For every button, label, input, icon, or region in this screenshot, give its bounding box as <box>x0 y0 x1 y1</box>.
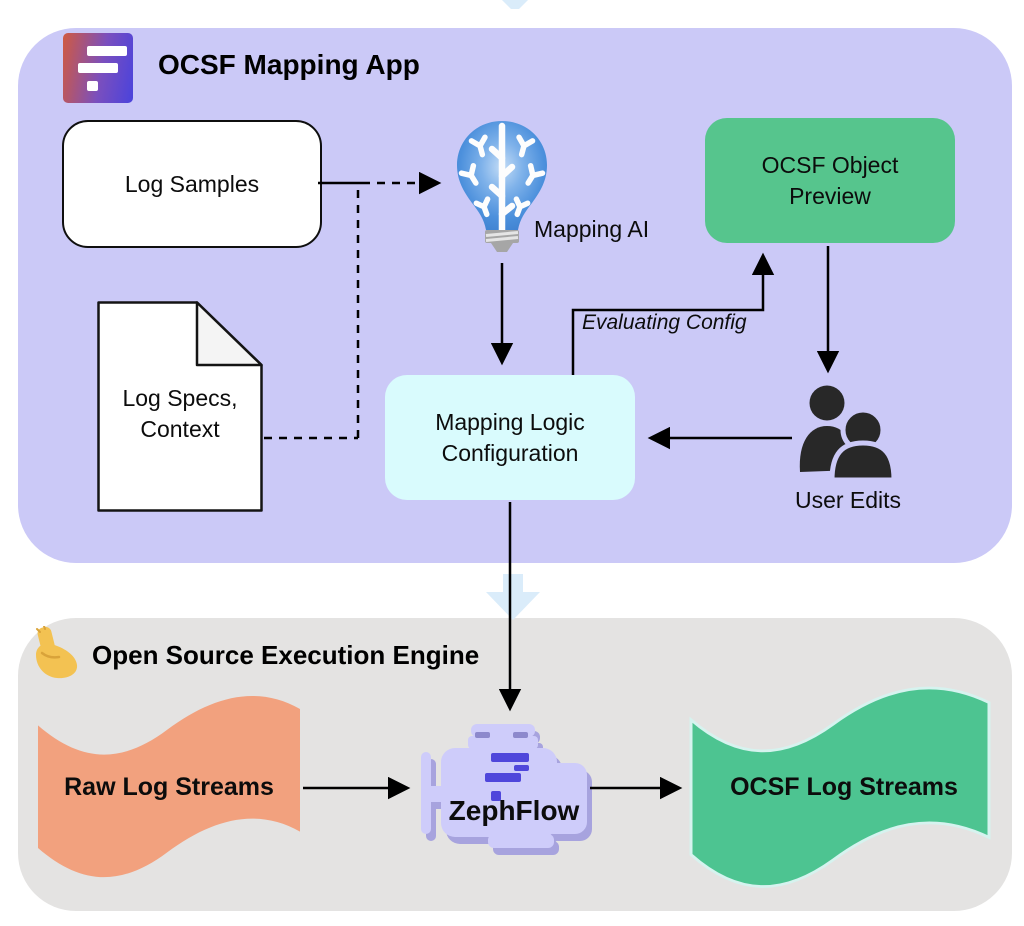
specs-label-line2: Context <box>140 416 220 442</box>
ocsf-log-streams-label: OCSF Log Streams <box>730 773 958 801</box>
ocsf-log-streams-wave <box>689 686 991 888</box>
user-edits-label: User Edits <box>794 487 902 513</box>
log-samples-label: Log Samples <box>124 170 260 197</box>
engine-icon <box>421 724 592 855</box>
raw-log-streams-wave <box>38 696 300 878</box>
down-chevron-watermark <box>486 574 540 620</box>
evaluating-config-label: Evaluating Config <box>582 311 747 334</box>
app-logo-icon <box>63 33 133 103</box>
bicep-icon <box>36 626 78 679</box>
mapping-ai-label: Mapping AI <box>534 216 650 242</box>
log-specs-node: Log Specs, Context <box>97 383 263 445</box>
users-icon <box>799 385 897 482</box>
down-chevron-watermark-top <box>502 0 528 9</box>
logic-label-line1: Mapping Logic <box>435 408 585 435</box>
preview-label-line1: OCSF Object <box>761 151 899 178</box>
brain-bulb-icon <box>457 121 547 252</box>
preview-label-line2: Preview <box>789 182 871 209</box>
app-section-title: OCSF Mapping App <box>158 49 420 80</box>
logic-label-line2: Configuration <box>441 439 579 466</box>
ocsf-object-preview-node: OCSF Object Preview <box>705 118 955 243</box>
specs-label-line1: Log Specs, <box>122 385 238 411</box>
log-samples-node: Log Samples <box>62 120 322 248</box>
zephflow-label: ZephFlow <box>448 795 580 826</box>
raw-log-streams-label: Raw Log Streams <box>64 773 274 801</box>
engine-section-title: Open Source Execution Engine <box>92 640 480 670</box>
mapping-logic-config-node: Mapping Logic Configuration <box>385 375 635 500</box>
document-icon <box>97 301 263 512</box>
